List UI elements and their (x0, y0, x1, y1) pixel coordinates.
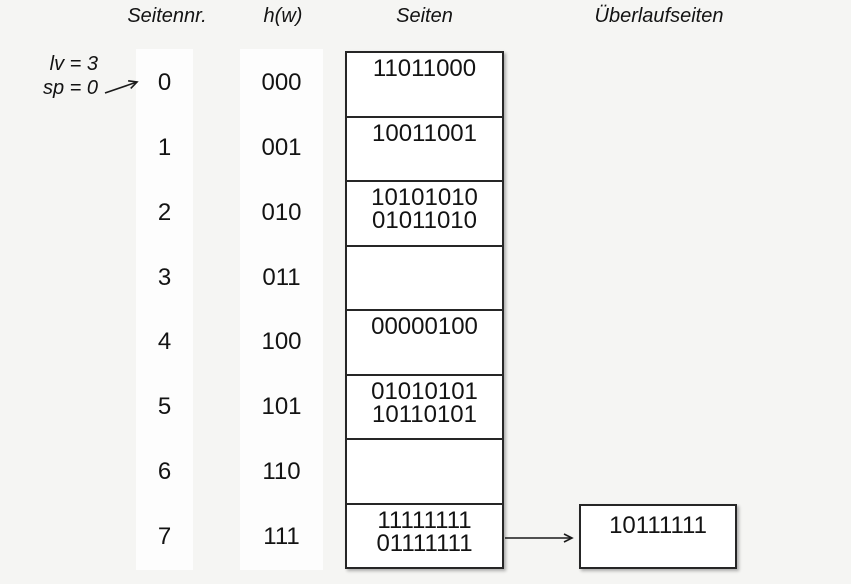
hash-value-cell: 011 (262, 263, 301, 291)
bucket-cell-0: 11011000 (347, 53, 502, 118)
bucket-value: 01011010 (372, 207, 477, 234)
page-number-column: 0 1 2 3 4 5 6 7 (136, 51, 193, 569)
page-number-cell: 6 (157, 457, 172, 485)
page-number-column-strip (136, 49, 193, 570)
hash-value-cell: 111 (263, 522, 300, 550)
bucket-value: 01010101 (371, 377, 478, 405)
bucket-cell-4: 00000100 (347, 311, 502, 376)
bucket-cell-3 (347, 247, 502, 311)
bucket-cell-1: 10011001 (347, 118, 502, 182)
column-header-hash-function: h(w) (263, 5, 303, 27)
column-header-page-number: Seitennr. (127, 5, 207, 27)
hash-value-cell: 001 (261, 134, 302, 162)
bucket-value: 01111111 (376, 529, 473, 557)
hash-value-cell: 101 (261, 393, 302, 421)
hash-value-cell: 000 (261, 69, 302, 97)
page-number-cell: 3 (157, 263, 172, 291)
hash-value-column-strip (240, 49, 323, 570)
split-pointer-label: sp = 0 (42, 77, 98, 99)
page-number-cell: 0 (157, 69, 172, 97)
bucket-value: 10101010 (371, 184, 478, 211)
page-number-cell: 1 (157, 134, 172, 162)
bucket-cell-2: 10101010 01011010 (347, 182, 502, 247)
pages-bucket-box: 11011000 10011001 10101010 01011010 0000… (345, 51, 504, 569)
bucket-value: 10110101 (372, 400, 477, 428)
page-number-cell: 5 (157, 393, 172, 421)
bucket-cell-5: 01010101 10110101 (347, 376, 502, 440)
hash-value-cell: 010 (261, 198, 302, 226)
bucket-value: 11011000 (372, 55, 477, 82)
column-header-pages: Seiten (396, 5, 453, 27)
overflow-value: 10111111 (609, 512, 707, 539)
split-pointer-arrow (104, 80, 139, 94)
page-number-cell: 2 (157, 198, 172, 226)
bucket-value: 00000100 (371, 313, 478, 340)
overflow-page-box: 10111111 (579, 504, 737, 569)
hash-value-column: 000 001 010 011 100 101 110 111 (240, 51, 323, 569)
bucket-cell-6 (347, 440, 502, 505)
hash-value-cell: 110 (262, 457, 301, 485)
page-number-cell: 7 (157, 522, 172, 550)
hash-value-cell: 100 (261, 328, 302, 356)
bucket-value: 11111111 (377, 506, 472, 534)
column-header-overflow-pages: Überlaufseiten (594, 5, 724, 27)
bucket-cell-7: 11111111 01111111 (347, 505, 502, 568)
level-split-pointer-annotation: lv = 3 sp = 0 (20, 52, 98, 100)
page-number-cell: 4 (157, 328, 172, 356)
level-label: lv = 3 (49, 53, 98, 75)
bucket-value: 10011001 (372, 119, 477, 147)
